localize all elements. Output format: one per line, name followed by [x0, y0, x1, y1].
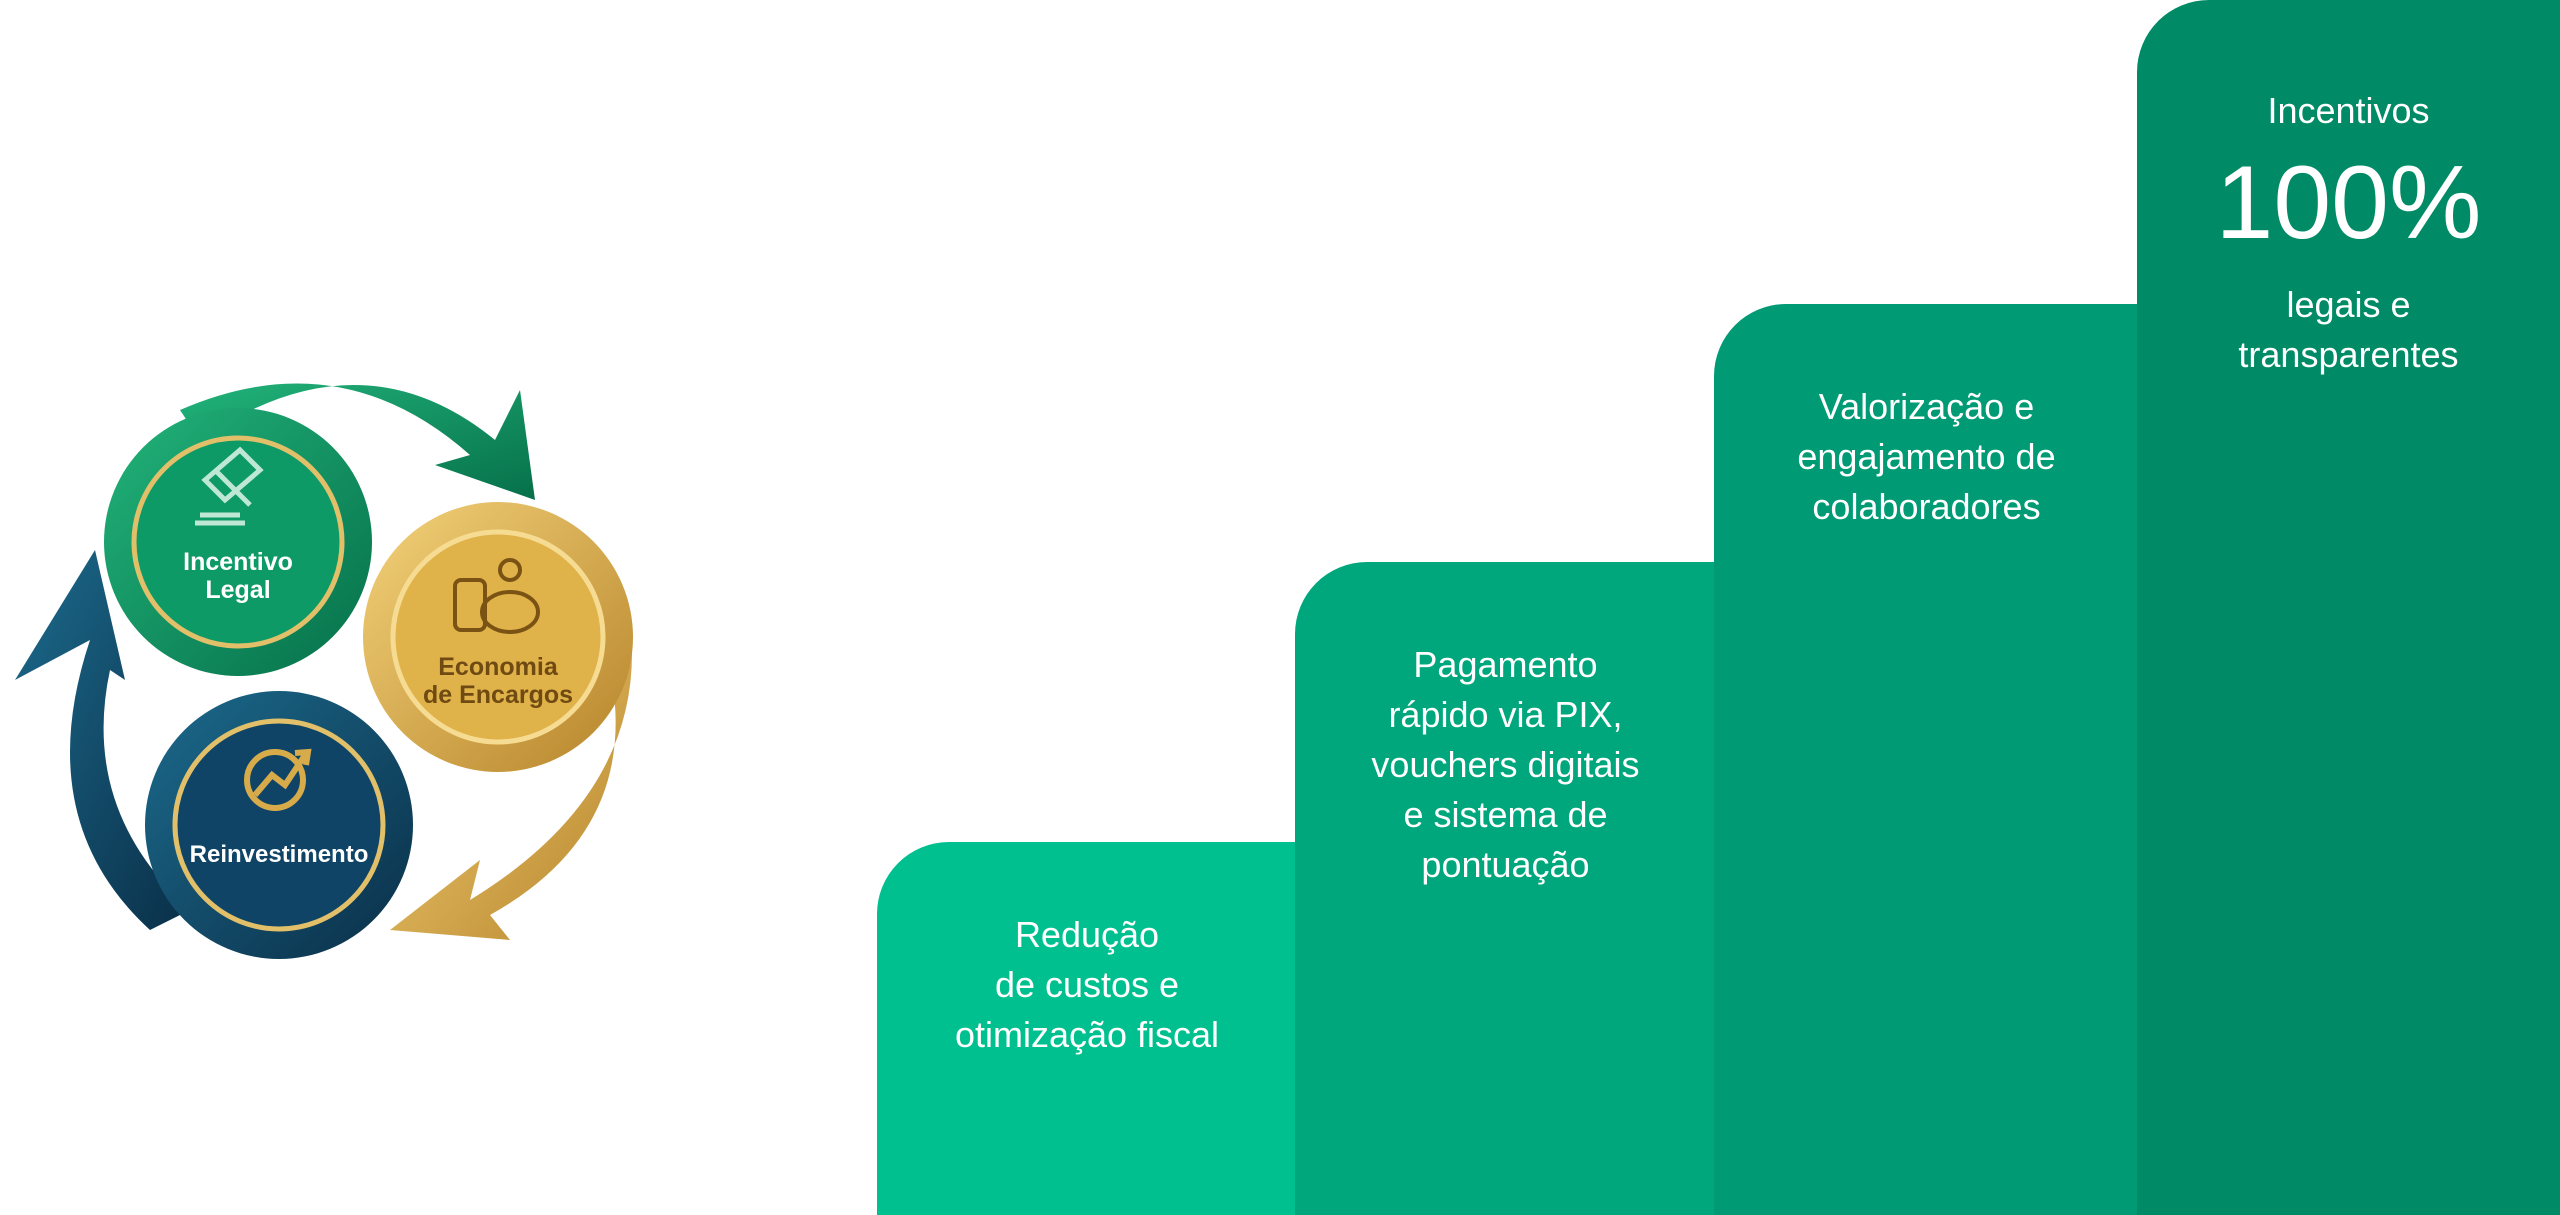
step-text-line: otimização fiscal: [954, 1014, 1220, 1055]
svg-text:Legal: Legal: [205, 576, 270, 604]
step-text-line: Pagamento: [1413, 644, 1598, 685]
gear-growth-icon: [244, 748, 312, 811]
step-incentivos-100: Incentivos 100% legais e transparentes: [2137, 0, 2560, 1215]
step-text-line: transparentes: [2238, 334, 2459, 375]
incentive-cycle-graphic: Incentivo Legal Economia de Encargos Rei…: [0, 340, 660, 980]
step-text-line: colaboradores: [1812, 486, 2041, 527]
step-valorizacao: Valorização e engajamento de colaborador…: [1714, 304, 2139, 1215]
step-text-line: vouchers digitais: [1371, 744, 1640, 785]
incentivo-legal-badge: Incentivo Legal: [104, 408, 372, 676]
incentivo-label: Incentivo: [183, 548, 293, 576]
piggy-bank-coins-icon: [453, 558, 540, 634]
gavel-icon: [195, 446, 264, 526]
svg-text:de Encargos: de Encargos: [423, 681, 573, 709]
step-text-line: Redução: [1014, 914, 1160, 955]
step-text-line: Valorização e: [1818, 386, 2035, 427]
step-pagamento-pix: Pagamento rápido via PIX, vouchers digit…: [1295, 562, 1716, 1215]
step-text-line: engajamento de: [1797, 436, 2056, 477]
step-text-line: legais e: [2286, 284, 2411, 325]
blue-arrow-icon: [15, 550, 190, 930]
svg-text:Reinvestimento: Reinvestimento: [190, 841, 369, 868]
step-highlight: 100%: [2215, 145, 2482, 261]
reinvestimento-badge: Reinvestimento: [145, 691, 413, 959]
economia-encargos-badge: Economia de Encargos: [363, 502, 633, 772]
step-title: Incentivos: [2267, 90, 2430, 131]
step-reducao-custos: Redução de custos e otimização fiscal: [877, 842, 1297, 1215]
step-text-line: pontuação: [1421, 844, 1590, 885]
step-text-line: de custos e: [994, 964, 1180, 1005]
green-arrow-icon: [180, 383, 535, 500]
step-text-line: e sistema de: [1403, 794, 1608, 835]
svg-text:Economia: Economia: [438, 653, 559, 681]
step-text-line: rápido via PIX,: [1388, 694, 1623, 735]
